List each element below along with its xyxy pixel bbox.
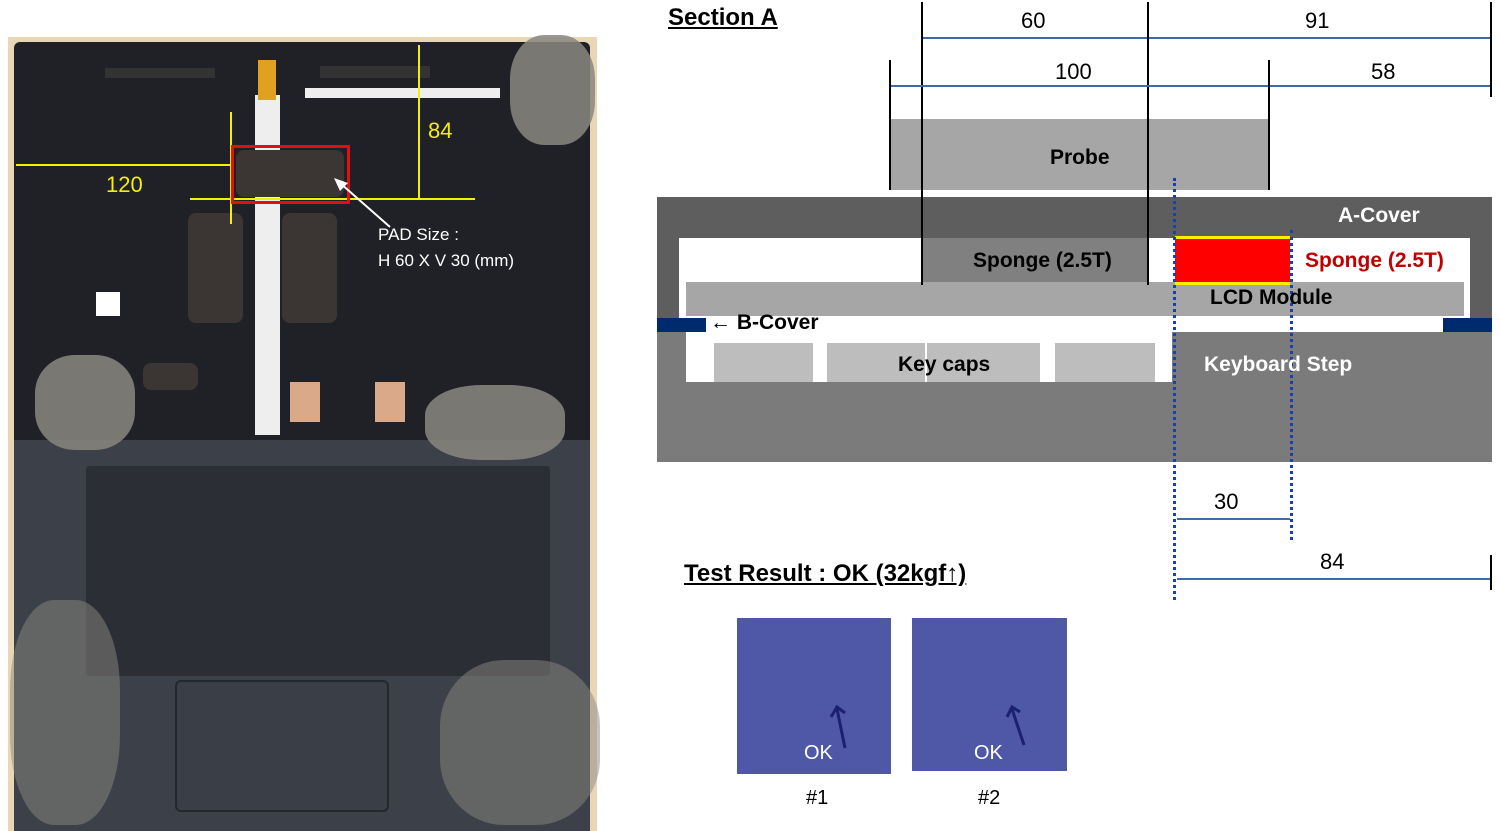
gap xyxy=(657,318,1492,332)
blurred-region xyxy=(510,35,595,145)
dim-line xyxy=(1268,60,1270,190)
sample-label-1: #1 xyxy=(806,787,829,809)
probe-label: Probe xyxy=(1050,146,1110,169)
dim-label-91: 91 xyxy=(1305,8,1330,33)
keycaps-label: Key caps xyxy=(898,353,991,376)
arrow-mark-icon xyxy=(829,704,847,749)
foam-strip xyxy=(320,66,430,78)
lcd-module xyxy=(686,282,1464,316)
keycap xyxy=(1055,343,1155,382)
sample-label-2: #2 xyxy=(978,787,1001,809)
connector xyxy=(258,60,276,100)
foam-strip xyxy=(105,68,215,78)
dim-label-30: 30 xyxy=(1214,489,1239,514)
sponge-pad xyxy=(282,213,337,323)
sponge-right-label: Sponge (2.5T) xyxy=(1305,249,1444,272)
sponge-left xyxy=(921,238,1147,282)
dim-line xyxy=(1147,2,1149,285)
b-cover-right xyxy=(1443,318,1492,332)
dim-label-58: 58 xyxy=(1371,59,1396,84)
copper-tape xyxy=(375,382,405,422)
lcd-module-label: LCD Module xyxy=(1210,286,1333,309)
sample-image-2: OK xyxy=(912,618,1067,771)
dim-line xyxy=(1490,2,1492,97)
cable xyxy=(305,88,500,98)
sponge-left-label: Sponge (2.5T) xyxy=(973,249,1112,272)
dim-label-100: 100 xyxy=(1055,59,1092,84)
dim-label-60: 60 xyxy=(1021,8,1046,33)
dim-label-120: 120 xyxy=(106,172,143,197)
sample-image-1: OK xyxy=(737,618,891,774)
sponge-pad xyxy=(188,213,243,323)
dim-arrow-58 xyxy=(1270,85,1490,87)
sponge-right xyxy=(1175,236,1290,285)
b-cover-left xyxy=(657,318,706,332)
dim-arrow-30 xyxy=(1177,518,1290,520)
probe xyxy=(889,119,1268,190)
dim-line xyxy=(921,2,923,285)
keycap xyxy=(827,343,925,382)
qr-label xyxy=(96,292,120,316)
touchpad xyxy=(175,680,389,812)
copper-tape xyxy=(290,382,320,422)
a-cover-label: A-Cover xyxy=(1338,204,1420,227)
pad-size-label: PAD Size : xyxy=(378,225,459,244)
dim-arrow-91 xyxy=(1149,37,1490,39)
arrow-mark-icon xyxy=(1005,704,1026,746)
pointer-arrow-icon xyxy=(334,178,391,228)
sponge-pad xyxy=(143,363,198,390)
dim-arrow-84 xyxy=(1177,578,1490,580)
dim-arrow-60 xyxy=(923,37,1147,39)
dim-arrow-100 xyxy=(891,85,1268,87)
blurred-region xyxy=(35,355,135,450)
keycap xyxy=(714,343,813,382)
dim-line xyxy=(889,60,891,190)
keycap xyxy=(927,343,1040,382)
dotted-guide-line xyxy=(1173,178,1176,600)
blurred-region xyxy=(425,385,565,460)
dim-arrow-120 xyxy=(16,164,230,166)
pad-size-value: H 60 X V 30 (mm) xyxy=(378,251,515,270)
sample-ok-label: OK xyxy=(804,742,833,764)
dotted-guide-line xyxy=(1290,230,1293,540)
dim-label-84: 84 xyxy=(1320,549,1345,574)
section-title: Section A xyxy=(668,4,778,31)
pad-highlight-box xyxy=(231,145,350,204)
dim-line xyxy=(1490,555,1492,590)
keyboard-step-label: Keyboard Step xyxy=(1204,353,1353,376)
blurred-region xyxy=(10,600,120,825)
sample-ok-label: OK xyxy=(974,742,1003,764)
dim-extension-line xyxy=(190,198,475,200)
sponge-pad xyxy=(236,150,344,197)
dim-label-84: 84 xyxy=(428,118,453,143)
keyboard xyxy=(86,466,550,676)
b-cover-label: ← B-Cover xyxy=(710,311,819,334)
test-result: Test Result : OK (32kgf↑) xyxy=(684,560,967,587)
dim-arrow-84 xyxy=(418,45,420,198)
blurred-region xyxy=(440,660,600,825)
